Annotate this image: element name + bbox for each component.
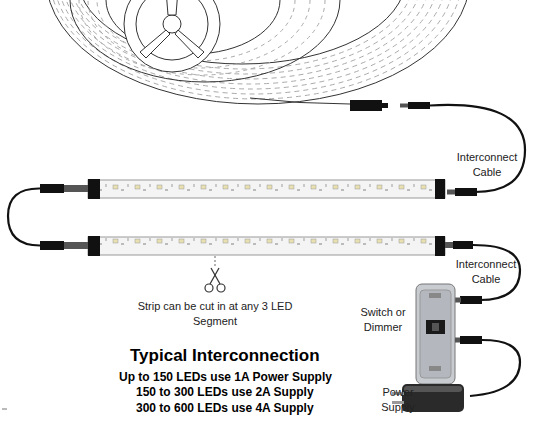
strip-reel	[46, 0, 470, 104]
supply-note: 150 to 300 LEDs use 2A Supply	[136, 385, 314, 400]
supply-note: Up to 150 LEDs use 1A Power Supply	[119, 370, 332, 385]
cut-note: Strip can be cut in at any 3 LED Segment	[130, 299, 300, 329]
led-strip	[88, 180, 445, 198]
device-label: Switch or Dimmer	[351, 305, 415, 335]
cable-label: Interconnect Cable	[446, 257, 526, 287]
led-strip	[88, 237, 445, 255]
cable	[473, 245, 520, 300]
cable	[430, 105, 525, 192]
scissors-icon	[205, 268, 225, 292]
switch-dimmer	[416, 284, 455, 384]
reel-hub	[124, 0, 220, 72]
diagram-title: Typical Interconnection	[130, 346, 320, 366]
device-label: Power Supply	[370, 385, 426, 415]
cable	[470, 340, 520, 396]
reel-connector	[350, 100, 382, 111]
cable-label: Interconnect Cable	[447, 150, 527, 180]
supply-note: 300 to 600 LEDs use 4A Supply	[136, 401, 314, 416]
cable	[8, 188, 40, 245]
